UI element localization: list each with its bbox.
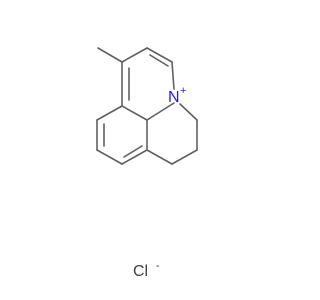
bond-c2-c3-double <box>149 54 169 67</box>
pyridinium-ring <box>121 47 175 121</box>
bond-n-c9a <box>146 102 175 121</box>
chloride-atom-label: Cl <box>133 263 148 280</box>
bond-c6-c5 <box>121 149 148 165</box>
bond-c7-c6 <box>96 149 123 165</box>
bond-ch2-ch2-b <box>171 149 198 165</box>
bond-c6-c5-double <box>123 145 143 158</box>
bond-n-ch2 <box>179 103 198 121</box>
saturated-ring <box>146 103 198 165</box>
bond-methyl <box>97 47 123 63</box>
bond-ch2-c5 <box>146 149 173 165</box>
bond-c1-c2 <box>121 47 148 63</box>
nitrogen-charge-label: + <box>180 85 186 97</box>
nitrogen-atom-label: N <box>168 89 180 106</box>
bond-c3-n <box>171 61 175 90</box>
bond-c9b-c8 <box>96 105 123 121</box>
chloride-charge-label: - <box>156 260 160 272</box>
benzene-ring <box>96 105 148 165</box>
structure-canvas: N + Cl - <box>96 47 198 280</box>
bond-c2-c3 <box>146 47 173 63</box>
bond-c9a-c9b <box>121 105 148 121</box>
